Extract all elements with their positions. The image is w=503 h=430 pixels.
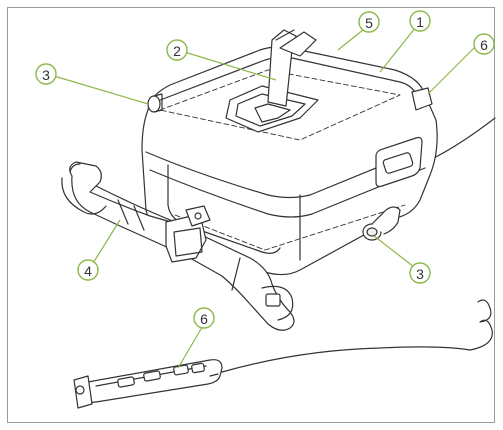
leader-line-3a	[53, 75, 149, 105]
callout-c6b: 6	[193, 307, 215, 329]
right-knob	[362, 206, 401, 241]
callout-number: 3	[416, 266, 424, 282]
callout-c3a: 3	[35, 63, 57, 85]
leader-line-6b	[177, 323, 205, 369]
hinge-right	[411, 87, 433, 111]
device-cable	[429, 117, 496, 161]
callout-c3b: 3	[409, 262, 431, 284]
figure-border	[7, 7, 495, 423]
hand-control	[73, 299, 493, 409]
callout-circle	[473, 33, 495, 55]
leader-line-4	[89, 219, 121, 269]
leader-line-2	[177, 49, 277, 81]
callout-circle	[77, 259, 99, 281]
callout-number: 6	[480, 37, 488, 53]
device-housing	[141, 46, 438, 276]
carry-strap	[61, 161, 295, 331]
top-latch	[225, 29, 319, 133]
callout-number: 3	[42, 67, 50, 83]
left-knob	[147, 93, 163, 113]
callout-number: 2	[173, 43, 181, 59]
callout-c1: 1	[409, 10, 431, 32]
callout-circle	[35, 63, 57, 85]
callout-circle	[166, 39, 188, 61]
callout-circle	[193, 307, 215, 329]
callout-c4: 4	[77, 259, 99, 281]
callout-number: 6	[200, 311, 208, 327]
callout-c2: 2	[166, 39, 188, 61]
callout-circle	[358, 11, 380, 33]
callout-c5: 5	[358, 11, 380, 33]
callout-c6a: 6	[473, 33, 495, 55]
callout-circle	[409, 262, 431, 284]
leader-line-3b	[373, 235, 419, 271]
callout-number: 5	[365, 15, 373, 31]
callout-circle	[409, 10, 431, 32]
callout-number: 1	[416, 14, 424, 30]
leader-line-6a	[427, 41, 481, 95]
callout-number: 4	[84, 263, 92, 279]
leader-line-1	[379, 21, 421, 73]
